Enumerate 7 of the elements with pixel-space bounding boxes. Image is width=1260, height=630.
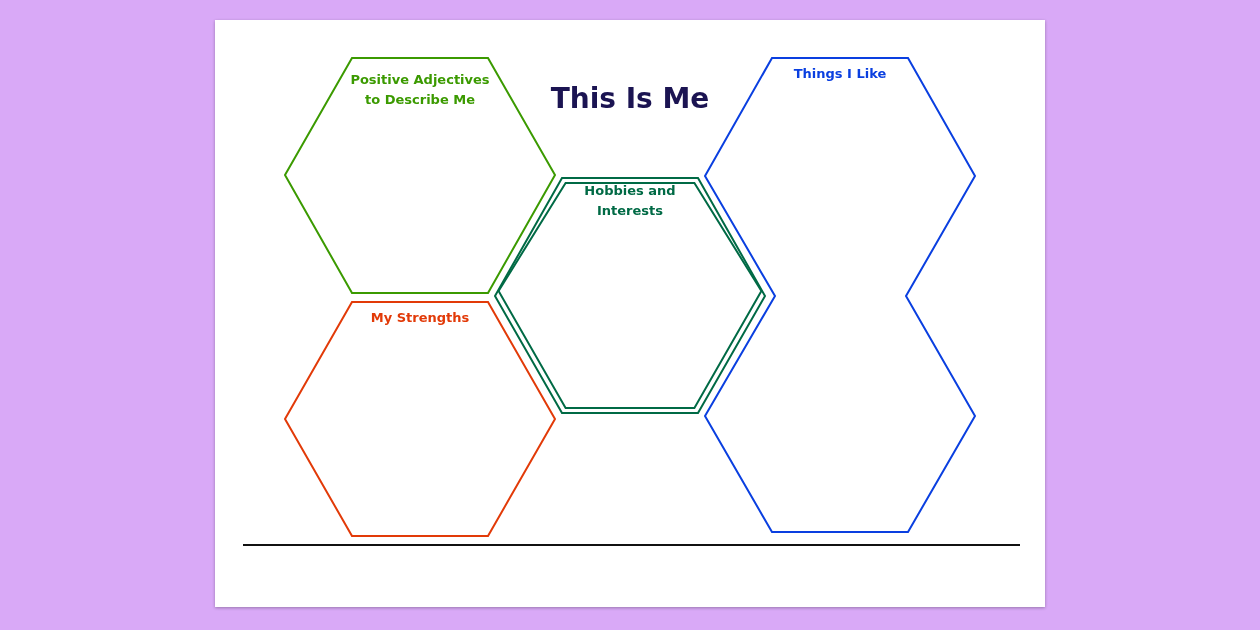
section-heading: Things I Like [792,65,888,83]
section-heading: Hobbies and Interests [583,182,677,220]
title: This Is Me [549,82,711,115]
section-heading: Positive Adjectives to Describe Me [349,71,491,109]
hexagon-frame [495,178,765,413]
section-heading: My Strengths [369,309,471,327]
hexagon-frame [285,302,555,536]
